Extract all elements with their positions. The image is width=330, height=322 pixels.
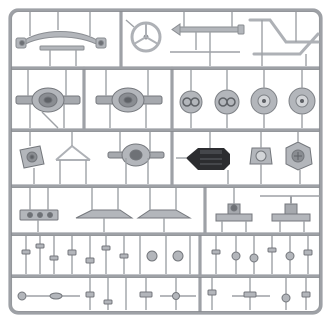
seat-base-part-1 [215,203,253,222]
long-rod-part [171,23,245,36]
seat-base-part-2 [271,196,311,222]
leaf-spring-1 [75,209,134,219]
brake-drum-1 [179,90,203,114]
wheel-hub-2 [288,87,316,115]
brake-drum-2 [214,89,240,115]
row-5-parts [25,236,309,274]
bent-rail-part [248,18,320,56]
row-2-parts [15,70,316,129]
sprue-frame [8,8,323,315]
row-5-details [21,243,313,264]
differential-housing-2 [95,87,163,113]
row-3-parts [19,132,313,184]
instrument-panel-part [19,209,59,221]
cylinder-head-part [249,147,273,165]
row-6-parts [17,278,311,310]
engine-block-part [186,148,230,170]
axle-beam-part [15,31,107,51]
steering-wheel-part [125,19,162,53]
differential-housing-1 [15,87,81,113]
gearbox-cover-part [19,145,45,169]
fan-housing-part [285,141,313,171]
transfer-case-part [107,143,165,167]
row-4-parts [19,188,320,232]
small-chain-part [17,291,80,301]
row-1-parts [15,12,320,66]
wheel-hub-1 [250,87,278,115]
